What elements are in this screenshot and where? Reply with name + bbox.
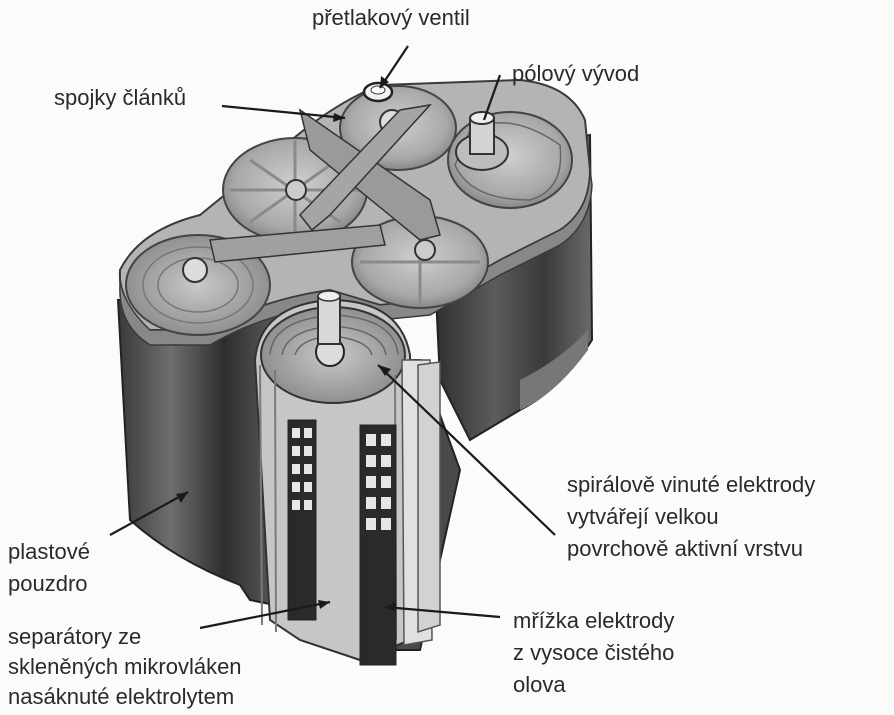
label-electrode-grid: mřížka elektrody z vysoce čistého olova [513,605,674,701]
label-spiral-electrodes-line-3: povrchově aktivní vrstvu [567,533,815,565]
label-cell-connectors: spojky článků [54,84,186,112]
label-electrode-grid-line-1: mřížka elektrody [513,605,674,637]
label-electrode-grid-line-2: z vysoce čistého [513,637,674,669]
front-cell-cutaway [255,291,440,660]
label-separators: separátory ze skleněných mikrovláken nas… [8,622,242,712]
label-plastic-case: plastové pouzdro [8,536,90,600]
label-spiral-electrodes-line-1: spirálově vinuté elektrody [567,469,815,501]
label-separators-line-2: skleněných mikrovláken [8,652,242,682]
label-spiral-electrodes-line-2: vytvářejí velkou [567,501,815,533]
leader-cell-connectors [222,106,345,118]
label-pressure-valve: přetlakový ventil [312,4,470,32]
label-plastic-case-line-1: plastové [8,536,90,568]
label-separators-line-3: nasáknuté elektrolytem [8,682,242,712]
electrode-grid-right [360,425,396,665]
label-pressure-valve-text: přetlakový ventil [312,4,470,32]
label-pole-terminal: pólový vývod [512,60,639,88]
label-cell-connectors-text: spojky článků [54,84,186,112]
label-plastic-case-line-2: pouzdro [8,568,90,600]
label-electrode-grid-line-3: olova [513,669,674,701]
pressure-valve [364,83,392,101]
label-pole-terminal-text: pólový vývod [512,60,639,88]
label-separators-line-1: separátory ze [8,622,242,652]
label-spiral-electrodes: spirálově vinuté elektrody vytvářejí vel… [567,469,815,565]
electrode-grid-left [288,420,316,620]
